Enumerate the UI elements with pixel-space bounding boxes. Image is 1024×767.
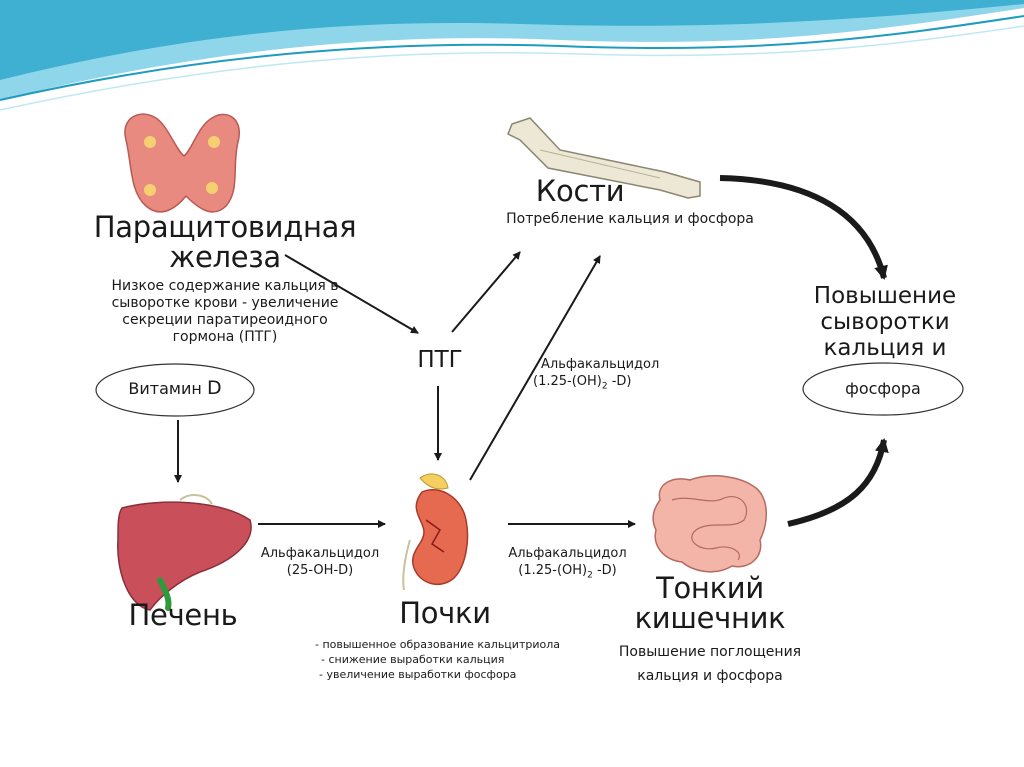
parathyroid-desc-line: секреции паратиреоидного — [122, 312, 328, 328]
kidney-bone-formula-b: -D) — [607, 374, 632, 389]
kidneys-desc-line: - повышенное образование кальцитриола — [315, 638, 560, 651]
result-ellipse-text: фосфора — [845, 379, 921, 398]
parathyroid-title: Паращитовидная железа — [70, 212, 380, 272]
parathyroid-gland-image — [124, 113, 241, 213]
kidneys-description: - повышенное образование кальцитриола - … — [315, 637, 565, 682]
result-line1: Повышение — [813, 283, 957, 309]
phosphorus-ellipse — [802, 362, 964, 416]
liver-kidney-formula: (25-OH-D) — [286, 563, 354, 578]
arrow-kidneys-to-bones — [469, 255, 601, 481]
bones-description: Потребление кальция и фосфора — [506, 211, 754, 227]
pth-label: ПТГ — [417, 347, 463, 373]
parathyroid-title-line2: железа — [169, 240, 281, 274]
vitamin-d-label-a: Витамин — [128, 379, 202, 398]
intestine-title: Тонкий кишечник — [615, 573, 805, 633]
kidney-bone-formula: (1.25-(OH)2 -D) — [533, 373, 683, 396]
kidney-intestine-formula-a: (1.25-(OH) — [518, 563, 588, 578]
kidney-bone-formula-sub: 2 — [601, 381, 608, 392]
liver-title: Печень — [128, 598, 238, 632]
arrow-pth-to-bones — [451, 251, 521, 333]
intestine-image — [652, 475, 767, 573]
bone-image — [507, 117, 701, 199]
kidney-intestine-arrow-label: Альфакальцидол (1.25-(OH)2 -D) — [485, 545, 650, 585]
kidney-intestine-formula-b: -D) — [592, 563, 617, 578]
header-wave-decoration — [0, 0, 1024, 111]
intestine-title-line1: Тонкий — [656, 571, 764, 605]
kidneys-title: Почки — [399, 596, 491, 630]
result-line2: сыворотки — [820, 309, 950, 335]
kidney-bone-drug-name: Альфакальцидол — [541, 357, 660, 372]
intestine-desc-line: кальция и фосфора — [637, 668, 783, 684]
arrow-parathyroid-to-pth — [284, 254, 419, 334]
kidneys-desc-line: - снижение выработки кальция — [321, 653, 505, 666]
intestine-desc-line: Повышение поглощения — [618, 644, 802, 660]
kidney-bone-formula-a: (1.25-(OH) — [533, 374, 602, 389]
kidney-bone-arrow-label: Альфакальцидол (1.25-(OH)2 -D) — [533, 356, 683, 396]
result-line3: кальция и — [823, 335, 947, 361]
intestine-description: Повышение поглощения кальция и фосфора — [600, 640, 820, 688]
parathyroid-description: Низкое содержание кальция в сыворотке кр… — [75, 278, 375, 346]
parathyroid-desc-line: Низкое содержание кальция в — [111, 278, 339, 294]
kidney-intestine-drug-name: Альфакальцидол — [508, 546, 627, 561]
result-title: Повышение сыворотки кальция и — [790, 283, 980, 361]
liver-image — [117, 494, 252, 611]
kidneys-desc-line: - увеличение выработки фосфора — [319, 668, 517, 681]
liver-kidney-drug-name: Альфакальцидол — [260, 546, 380, 561]
parathyroid-desc-line: гормона (ПТГ) — [172, 329, 278, 345]
vitamin-d-label: Витамин D — [110, 377, 240, 399]
parathyroid-title-line1: Паращитовидная — [93, 210, 357, 244]
bones-title: Кости — [535, 174, 625, 208]
vitamin-d-label-b: D — [206, 377, 222, 399]
arrows — [174, 251, 636, 528]
arrow-bones-to-result — [719, 175, 888, 280]
liver-kidney-arrow-label: Альфакальцидол (25-OH-D) — [240, 545, 400, 579]
kidney-intestine-formula-sub: 2 — [587, 570, 593, 581]
vitamin-d-ellipse — [95, 363, 255, 417]
intestine-title-line2: кишечник — [634, 601, 786, 635]
arrow-intestine-to-result — [787, 438, 889, 527]
kidney-image — [402, 473, 469, 591]
parathyroid-desc-line: сыворотке крови - увеличение — [111, 295, 339, 311]
kidney-intestine-formula: (1.25-(OH)2 -D) — [485, 562, 650, 585]
